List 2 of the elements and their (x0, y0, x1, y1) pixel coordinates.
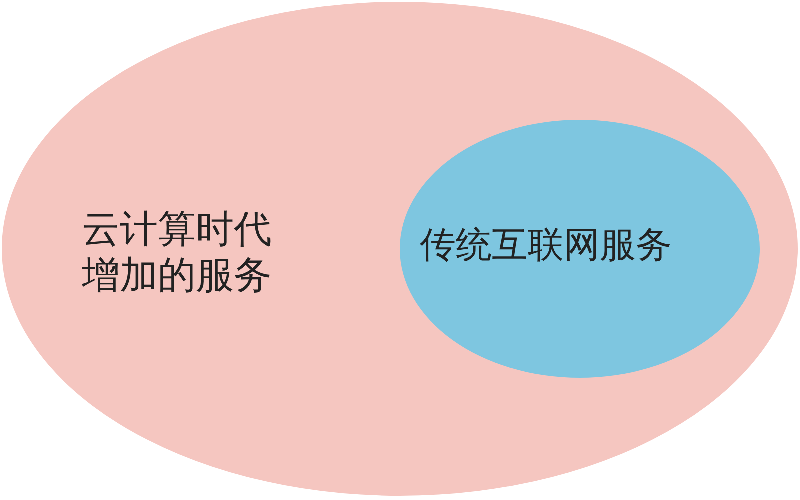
set-label: 云计算时代增加的服务 (82, 207, 273, 298)
set-label: 传统互联网服务 (420, 224, 673, 268)
